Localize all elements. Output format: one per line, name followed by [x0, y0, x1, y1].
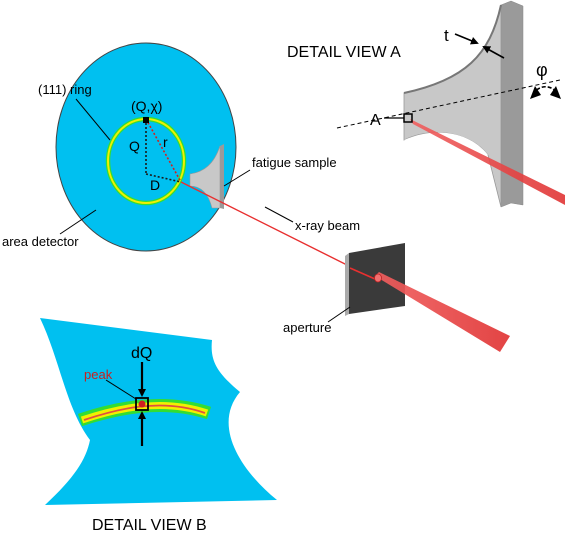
- fatigue-sample-group: fatigue sample: [189, 144, 337, 209]
- thickness-arrow-left: [454, 33, 479, 45]
- r-vector-line: [145, 118, 182, 183]
- xray-beam-thin: [180, 181, 376, 280]
- ring-band-red: [83, 404, 206, 421]
- peak-leader: [105, 379, 137, 400]
- fatigue-sample-side: [220, 144, 224, 209]
- sample-a-top-edge: [403, 4, 502, 94]
- xray-beam-leader: [264, 206, 294, 223]
- area-detector-leader: [59, 209, 97, 235]
- d-vector-line: [145, 173, 182, 183]
- detail-view-a-title: DETAIL VIEW A: [287, 44, 401, 61]
- peak-marker: [135, 397, 149, 411]
- point-a-marker: [403, 113, 413, 123]
- q-chi-point: [143, 117, 149, 123]
- area-detector-label: area detector: [2, 234, 79, 249]
- d-label: D: [150, 177, 160, 193]
- phi-arrow-head-left: [530, 86, 541, 99]
- detail-view-a: DETAIL VIEW A t φ A: [287, 0, 565, 208]
- aperture-plate-edge: [345, 253, 349, 316]
- q-label: Q: [129, 138, 140, 154]
- xray-beam-label: x-ray beam: [295, 218, 360, 233]
- phi-arrow-head-right: [550, 86, 561, 99]
- beam-detail-a: [410, 119, 565, 205]
- detail-view-b-title: DETAIL VIEW B: [92, 517, 207, 534]
- aperture-leader: [327, 306, 351, 323]
- thickness-label: t: [444, 26, 449, 45]
- thickness-arrow-right: [482, 46, 505, 59]
- xray-beam-through-aperture: [349, 267, 376, 280]
- fatigue-sample-leader: [223, 169, 251, 187]
- ring-111-leader: [75, 98, 111, 141]
- beam-entry-spot: [374, 273, 382, 283]
- aperture-label: aperture: [283, 320, 331, 335]
- fatigue-sample-label: fatigue sample: [252, 155, 337, 170]
- q-chi-label: (Q,χ): [131, 98, 162, 114]
- xray-beam-group: x-ray beam aperture: [180, 181, 510, 352]
- phi-label: φ: [536, 60, 548, 80]
- ring-111-label: (111) ring: [38, 82, 92, 97]
- dq-label: dQ: [131, 345, 152, 362]
- sample-a-body: [403, 4, 502, 208]
- peak-dot: [138, 400, 146, 408]
- detail-view-b: dQ peak DETAIL VIEW B: [40, 318, 277, 534]
- r-label: r: [163, 134, 168, 150]
- peak-label: peak: [84, 367, 113, 382]
- area-detector-group: (Q,χ) Q r D (111) ring area detector: [2, 42, 237, 252]
- rotation-axis: [336, 79, 561, 129]
- point-a-label: A: [370, 112, 381, 129]
- xray-beam-thick: [375, 272, 510, 352]
